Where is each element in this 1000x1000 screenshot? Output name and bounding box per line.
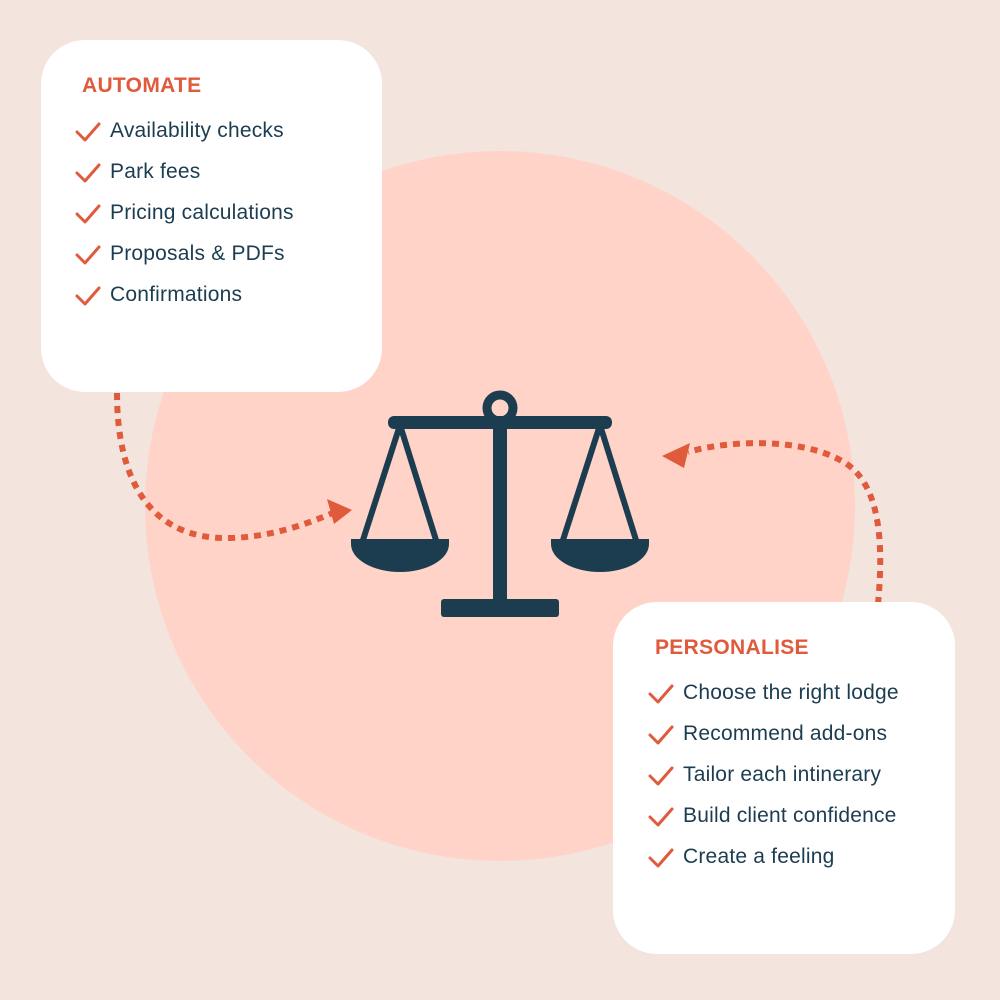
- list-item: Park fees: [75, 157, 382, 198]
- list-item: Build client confidence: [648, 801, 955, 842]
- automate-title: AUTOMATE: [82, 74, 202, 97]
- check-icon: [648, 684, 674, 704]
- list-item: Confirmations: [75, 280, 382, 321]
- list-item: Proposals & PDFs: [75, 239, 382, 280]
- check-icon: [648, 848, 674, 868]
- list-item: Choose the right lodge: [648, 678, 955, 719]
- list-item: Pricing calculations: [75, 198, 382, 239]
- list-item-label: Build client confidence: [683, 804, 897, 827]
- list-item-label: Proposals & PDFs: [110, 242, 285, 265]
- check-icon: [75, 286, 101, 306]
- check-icon: [648, 807, 674, 827]
- list-item-label: Recommend add-ons: [683, 722, 888, 745]
- check-icon: [648, 766, 674, 786]
- list-item-label: Pricing calculations: [110, 201, 294, 224]
- personalise-title: PERSONALISE: [655, 636, 809, 659]
- balance-scale-icon: [351, 390, 649, 617]
- list-item: Tailor each intinerary: [648, 760, 955, 801]
- list-item: Availability checks: [75, 116, 382, 157]
- list-item-label: Create a feeling: [683, 845, 835, 868]
- personalise-list: Choose the right lodge Recommend add-ons…: [648, 678, 955, 883]
- list-item-label: Availability checks: [110, 119, 284, 142]
- check-icon: [75, 204, 101, 224]
- dotted-arrow-icon: [662, 440, 884, 605]
- check-icon: [75, 245, 101, 265]
- check-icon: [75, 122, 101, 142]
- list-item-label: Choose the right lodge: [683, 681, 899, 704]
- list-item-label: Park fees: [110, 160, 201, 183]
- dotted-arrow-icon: [114, 392, 352, 542]
- check-icon: [75, 163, 101, 183]
- list-item: Recommend add-ons: [648, 719, 955, 760]
- automate-card: AUTOMATE Availability checks Park fees P…: [41, 40, 382, 392]
- list-item-label: Confirmations: [110, 283, 243, 306]
- list-item-label: Tailor each intinerary: [683, 763, 882, 786]
- automate-list: Availability checks Park fees Pricing ca…: [75, 116, 382, 321]
- personalise-card: PERSONALISE Choose the right lodge Recom…: [613, 602, 955, 954]
- check-icon: [648, 725, 674, 745]
- list-item: Create a feeling: [648, 842, 955, 883]
